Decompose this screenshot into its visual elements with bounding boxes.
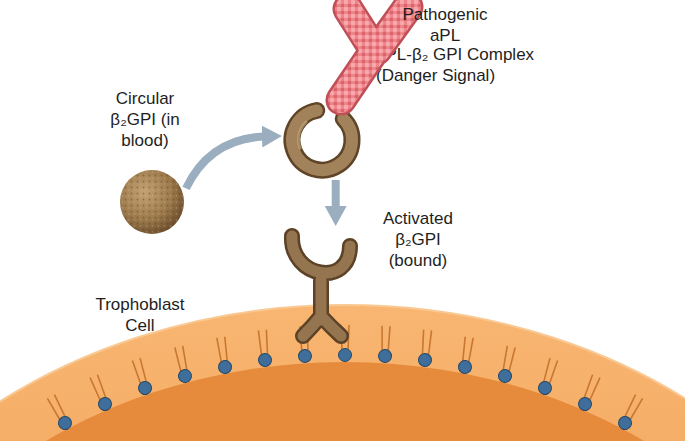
flow-arrow: [186, 136, 266, 188]
sphere-texture: [120, 170, 184, 234]
sphere-shape: [118, 168, 186, 236]
ring-outline: [292, 111, 352, 171]
node-label: Pathogenic aPL: [395, 4, 495, 46]
sphere-body: [120, 170, 184, 234]
membrane-surface: [0, 305, 685, 441]
node-label: Trophoblast Cell: [90, 294, 190, 336]
ring-body: [292, 111, 352, 171]
ring-highlight: [298, 122, 306, 148]
node-label: Activated β₂GPI (bound): [378, 208, 458, 271]
node-label: aPL-β₂ GPI Complex (Danger Signal): [376, 44, 544, 86]
sphere-node: Circular β₂GPI (in blood): [118, 168, 186, 236]
membrane-inner-layer: [0, 362, 685, 441]
membrane-shape: [0, 300, 685, 441]
cell-membrane-node: Trophoblast Cell: [0, 300, 685, 441]
bound-protein-node: Activated β₂GPI (bound): [283, 228, 363, 340]
flow-arrow: [332, 180, 340, 210]
bound-protein-shape: [283, 228, 363, 340]
antibody-node: Pathogenic aPL: [330, 0, 425, 112]
phospholipid-row: [45, 325, 645, 432]
node-label: Circular β₂GPI (in blood): [95, 88, 195, 151]
